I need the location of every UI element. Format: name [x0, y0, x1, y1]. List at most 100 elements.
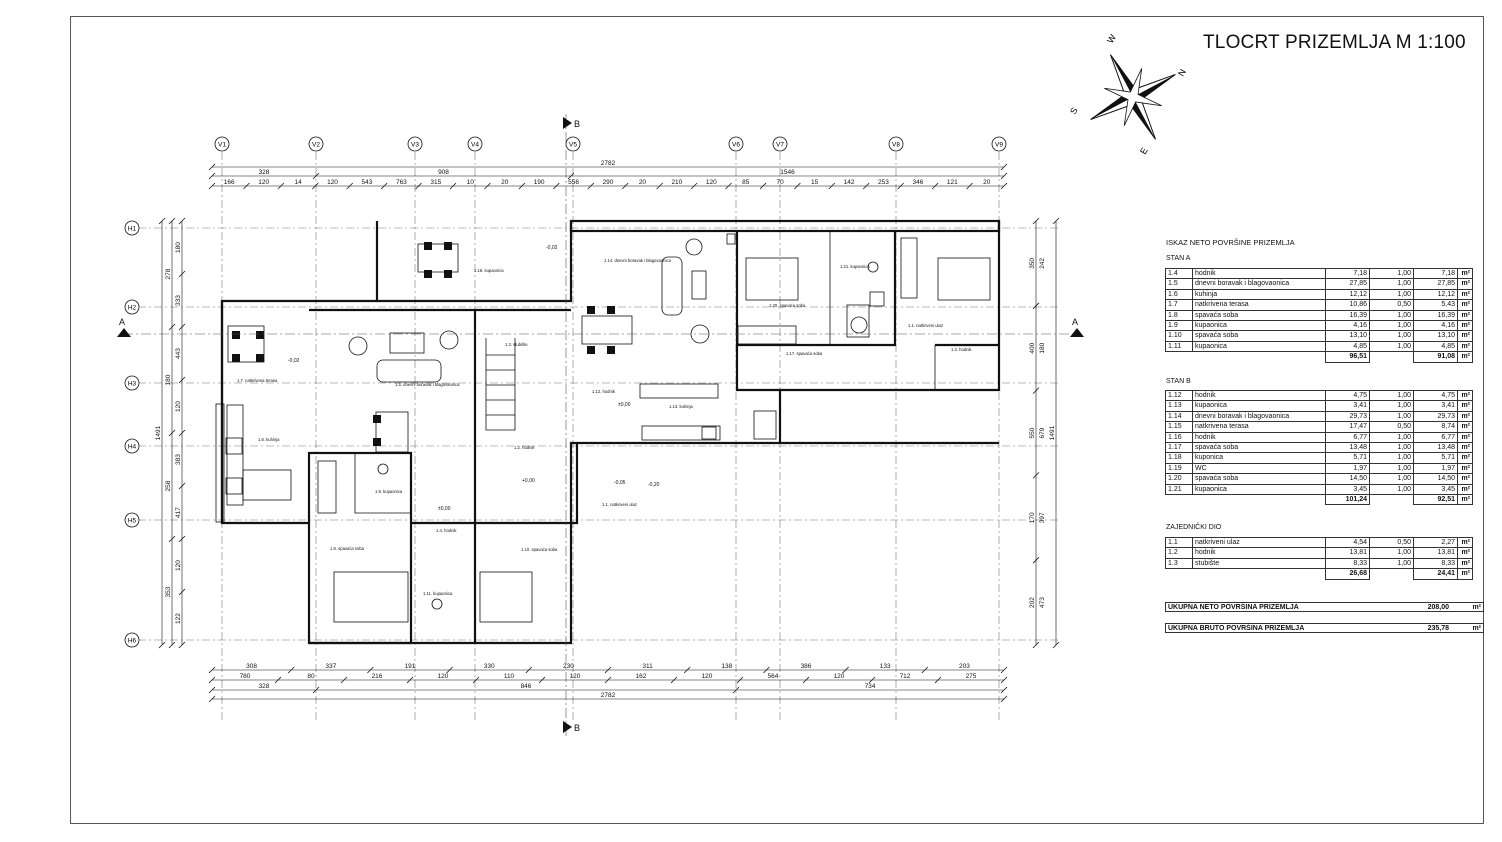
unit-cell: m² [1457, 547, 1473, 559]
room-code: 1.19 [1165, 462, 1193, 475]
weighted-area: 3,45 [1413, 483, 1458, 496]
dimension-value: 180 [1039, 342, 1046, 353]
net-area: 8,33 [1325, 557, 1370, 570]
coefficient: 1,00 [1369, 340, 1414, 353]
dimension-value: 353 [165, 586, 172, 597]
room-code: 1.7 [1165, 299, 1193, 311]
room-label: 1.5. dnevni boravak i blagovaonica [395, 382, 460, 387]
axis-bubble-vertical: V7 [772, 136, 788, 152]
unit-cell: m² [1457, 267, 1473, 280]
section-a-left: A [119, 317, 125, 327]
net-area: 13,48 [1325, 442, 1370, 454]
dimension-value: 417 [175, 507, 182, 518]
room-label: 1.14. dnevni boravak i blagovaonica [604, 258, 671, 263]
room-name: dnevni boravak i blagovaonica [1192, 278, 1326, 290]
weighted-area: 29,73 [1413, 410, 1458, 423]
section-b-bottom: B [574, 723, 580, 733]
weighted-area: 5,71 [1413, 452, 1458, 464]
coefficient: 1,00 [1369, 288, 1414, 301]
dimension-value: 110 [504, 673, 515, 680]
net-area: 16,39 [1325, 309, 1370, 322]
net-area: 13,81 [1325, 547, 1370, 559]
section-a-right: A [1072, 317, 1078, 327]
weighted-area: 2,27 [1413, 536, 1458, 549]
net-area: 13,10 [1325, 330, 1370, 342]
dimension-value: 121 [947, 179, 958, 186]
net-area: 14,50 [1325, 473, 1370, 485]
dimension-value: 20 [639, 179, 647, 186]
furniture [225, 233, 991, 623]
dimension-value: 120 [258, 179, 269, 186]
dimension-value: 275 [966, 673, 977, 680]
dimension-value: 166 [224, 179, 235, 186]
weighted-area: 27,85 [1413, 278, 1458, 290]
coefficient: 1,00 [1369, 442, 1414, 454]
room-code: 1.10 [1165, 330, 1193, 342]
coefficient: 1,00 [1369, 389, 1414, 402]
axis-label: V8 [892, 142, 900, 149]
dimension-value: 400 [1029, 342, 1036, 353]
dimension-value: 763 [396, 179, 407, 186]
dimension-value: 120 [570, 673, 581, 680]
weighted-area: 14,50 [1413, 473, 1458, 485]
unit-cell: m² [1457, 309, 1473, 322]
level-mark: -0,20 [648, 482, 660, 488]
weighted-area: 5,43 [1413, 299, 1458, 311]
unit-cell: m² [1457, 400, 1473, 412]
unit-cell: m² [1457, 421, 1473, 433]
dimension-value: 386 [801, 663, 812, 670]
drawing-title: TLOCRT PRIZEMLJA M 1:100 [1203, 32, 1466, 53]
room-code: 1.12 [1165, 389, 1193, 402]
total-gross-row: UKUPNA BRUTO POVRŠINA PRIZEMLJA 235,78 m… [1165, 623, 1484, 633]
level-marks: -0,02 -0,02 ±0,00 +0,00 -0,05 -0,20 ±0,0… [288, 245, 660, 512]
sum-weighted: 24,41 [1413, 568, 1458, 580]
sum-weighted: 92,51 [1413, 494, 1458, 506]
net-area: 1,97 [1325, 462, 1370, 475]
dimension-value: 138 [721, 663, 732, 670]
room-label: 1.4. hodnik [436, 528, 457, 533]
axis-label: V9 [995, 142, 1003, 149]
dimension-value: 443 [175, 348, 182, 359]
sum-unit: m² [1457, 494, 1473, 506]
room-name: kupaonica [1192, 400, 1326, 412]
axis-label: V7 [776, 142, 784, 149]
axis-bubble-horizontal: H1 [124, 220, 140, 236]
coefficient: 1,00 [1369, 309, 1414, 322]
axis-bubble-vertical: V4 [467, 136, 483, 152]
unit-cell: m² [1457, 299, 1473, 311]
dimension-value: 397 [1039, 512, 1046, 523]
room-name: kuhinja [1192, 288, 1326, 301]
dimension-value: 162 [636, 673, 647, 680]
weighted-area: 8,74 [1413, 421, 1458, 433]
room-name: spavaća soba [1192, 473, 1326, 485]
dimension-value: 780 [240, 673, 251, 680]
total-net-value: 208,00 [1427, 604, 1449, 611]
inner-walls [215, 231, 936, 523]
coefficient: 1,00 [1369, 410, 1414, 423]
total-net-unit: m² [1472, 604, 1481, 611]
unit-cell: m² [1457, 288, 1473, 301]
room-label: 1.7. natkrivena terasa [237, 378, 278, 383]
room-code: 1.14 [1165, 410, 1193, 423]
dimension-value: 210 [671, 179, 682, 186]
dimension-value: 330 [484, 663, 495, 670]
room-code: 1.1 [1165, 536, 1193, 549]
dimension-value: 70 [777, 179, 785, 186]
unit-cell: m² [1457, 431, 1473, 444]
coefficient: 1,00 [1369, 431, 1414, 444]
room-code: 1.8 [1165, 309, 1193, 322]
axis-label: V3 [411, 142, 419, 149]
section-markers: A A B B [117, 114, 1084, 736]
net-area: 4,16 [1325, 320, 1370, 332]
unit-cell: m² [1457, 410, 1473, 423]
room-name: natkriveni ulaz [1192, 536, 1326, 549]
axis-bubble-horizontal: H6 [124, 632, 140, 648]
weighted-area: 7,18 [1413, 267, 1458, 280]
